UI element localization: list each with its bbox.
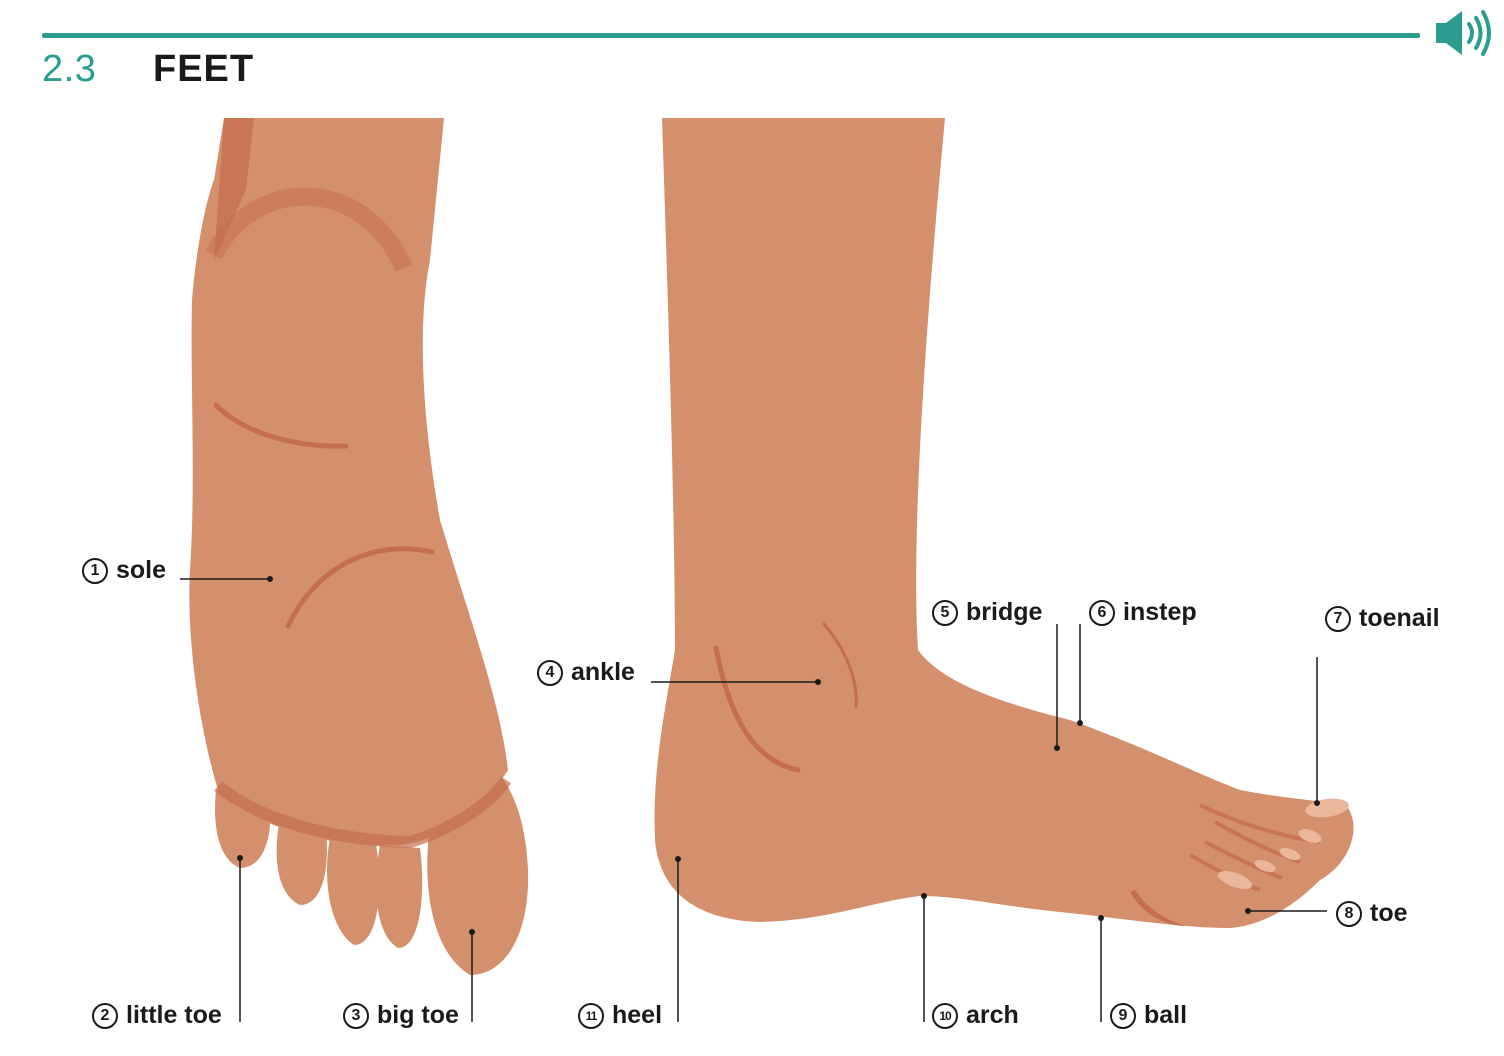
label-text: toenail [1359,604,1440,632]
label-arch: 10 arch [932,1001,1019,1030]
label-instep: 6 instep [1089,598,1197,627]
section-title: FEET [153,48,255,90]
toenails [1217,798,1349,890]
label-text: ball [1144,1001,1188,1029]
label-number: 9 [1110,1002,1136,1029]
speaker-icon[interactable] [1432,6,1500,60]
label-toenail: 7 toenail [1325,604,1440,633]
label-number: 3 [343,1002,369,1029]
label-number: 2 [92,1002,118,1029]
leader-lines [180,578,1327,1022]
label-big-toe: 3 big toe [343,1001,459,1030]
label-number: 4 [537,659,563,686]
section-divider [42,33,1420,38]
label-little-toe: 2 little toe [92,1001,222,1030]
label-text: little toe [126,1001,222,1029]
label-number: 1 [82,557,108,584]
label-ball: 9 ball [1110,1001,1187,1030]
section-number: 2.3 [42,48,97,90]
label-number: 11 [578,1002,604,1029]
sole-view-foot [189,118,529,975]
label-text: toe [1370,899,1408,927]
label-text: arch [966,1001,1019,1029]
label-text: ankle [571,658,635,686]
label-text: instep [1123,598,1197,626]
label-toe: 8 toe [1336,899,1408,928]
label-number: 8 [1336,900,1362,927]
label-number: 10 [932,1002,958,1029]
label-heel: 11 heel [578,1001,662,1030]
label-text: heel [612,1001,663,1029]
label-number: 5 [932,599,958,626]
label-number: 6 [1089,599,1115,626]
anchor-dots [237,576,1320,935]
label-text: bridge [966,598,1043,626]
label-text: big toe [377,1001,459,1029]
label-ankle: 4 ankle [537,658,635,687]
label-bridge: 5 bridge [932,598,1042,627]
label-sole: 1 sole [82,556,166,585]
label-number: 7 [1325,605,1351,632]
label-text: sole [116,556,167,584]
side-view-foot [654,118,1354,928]
